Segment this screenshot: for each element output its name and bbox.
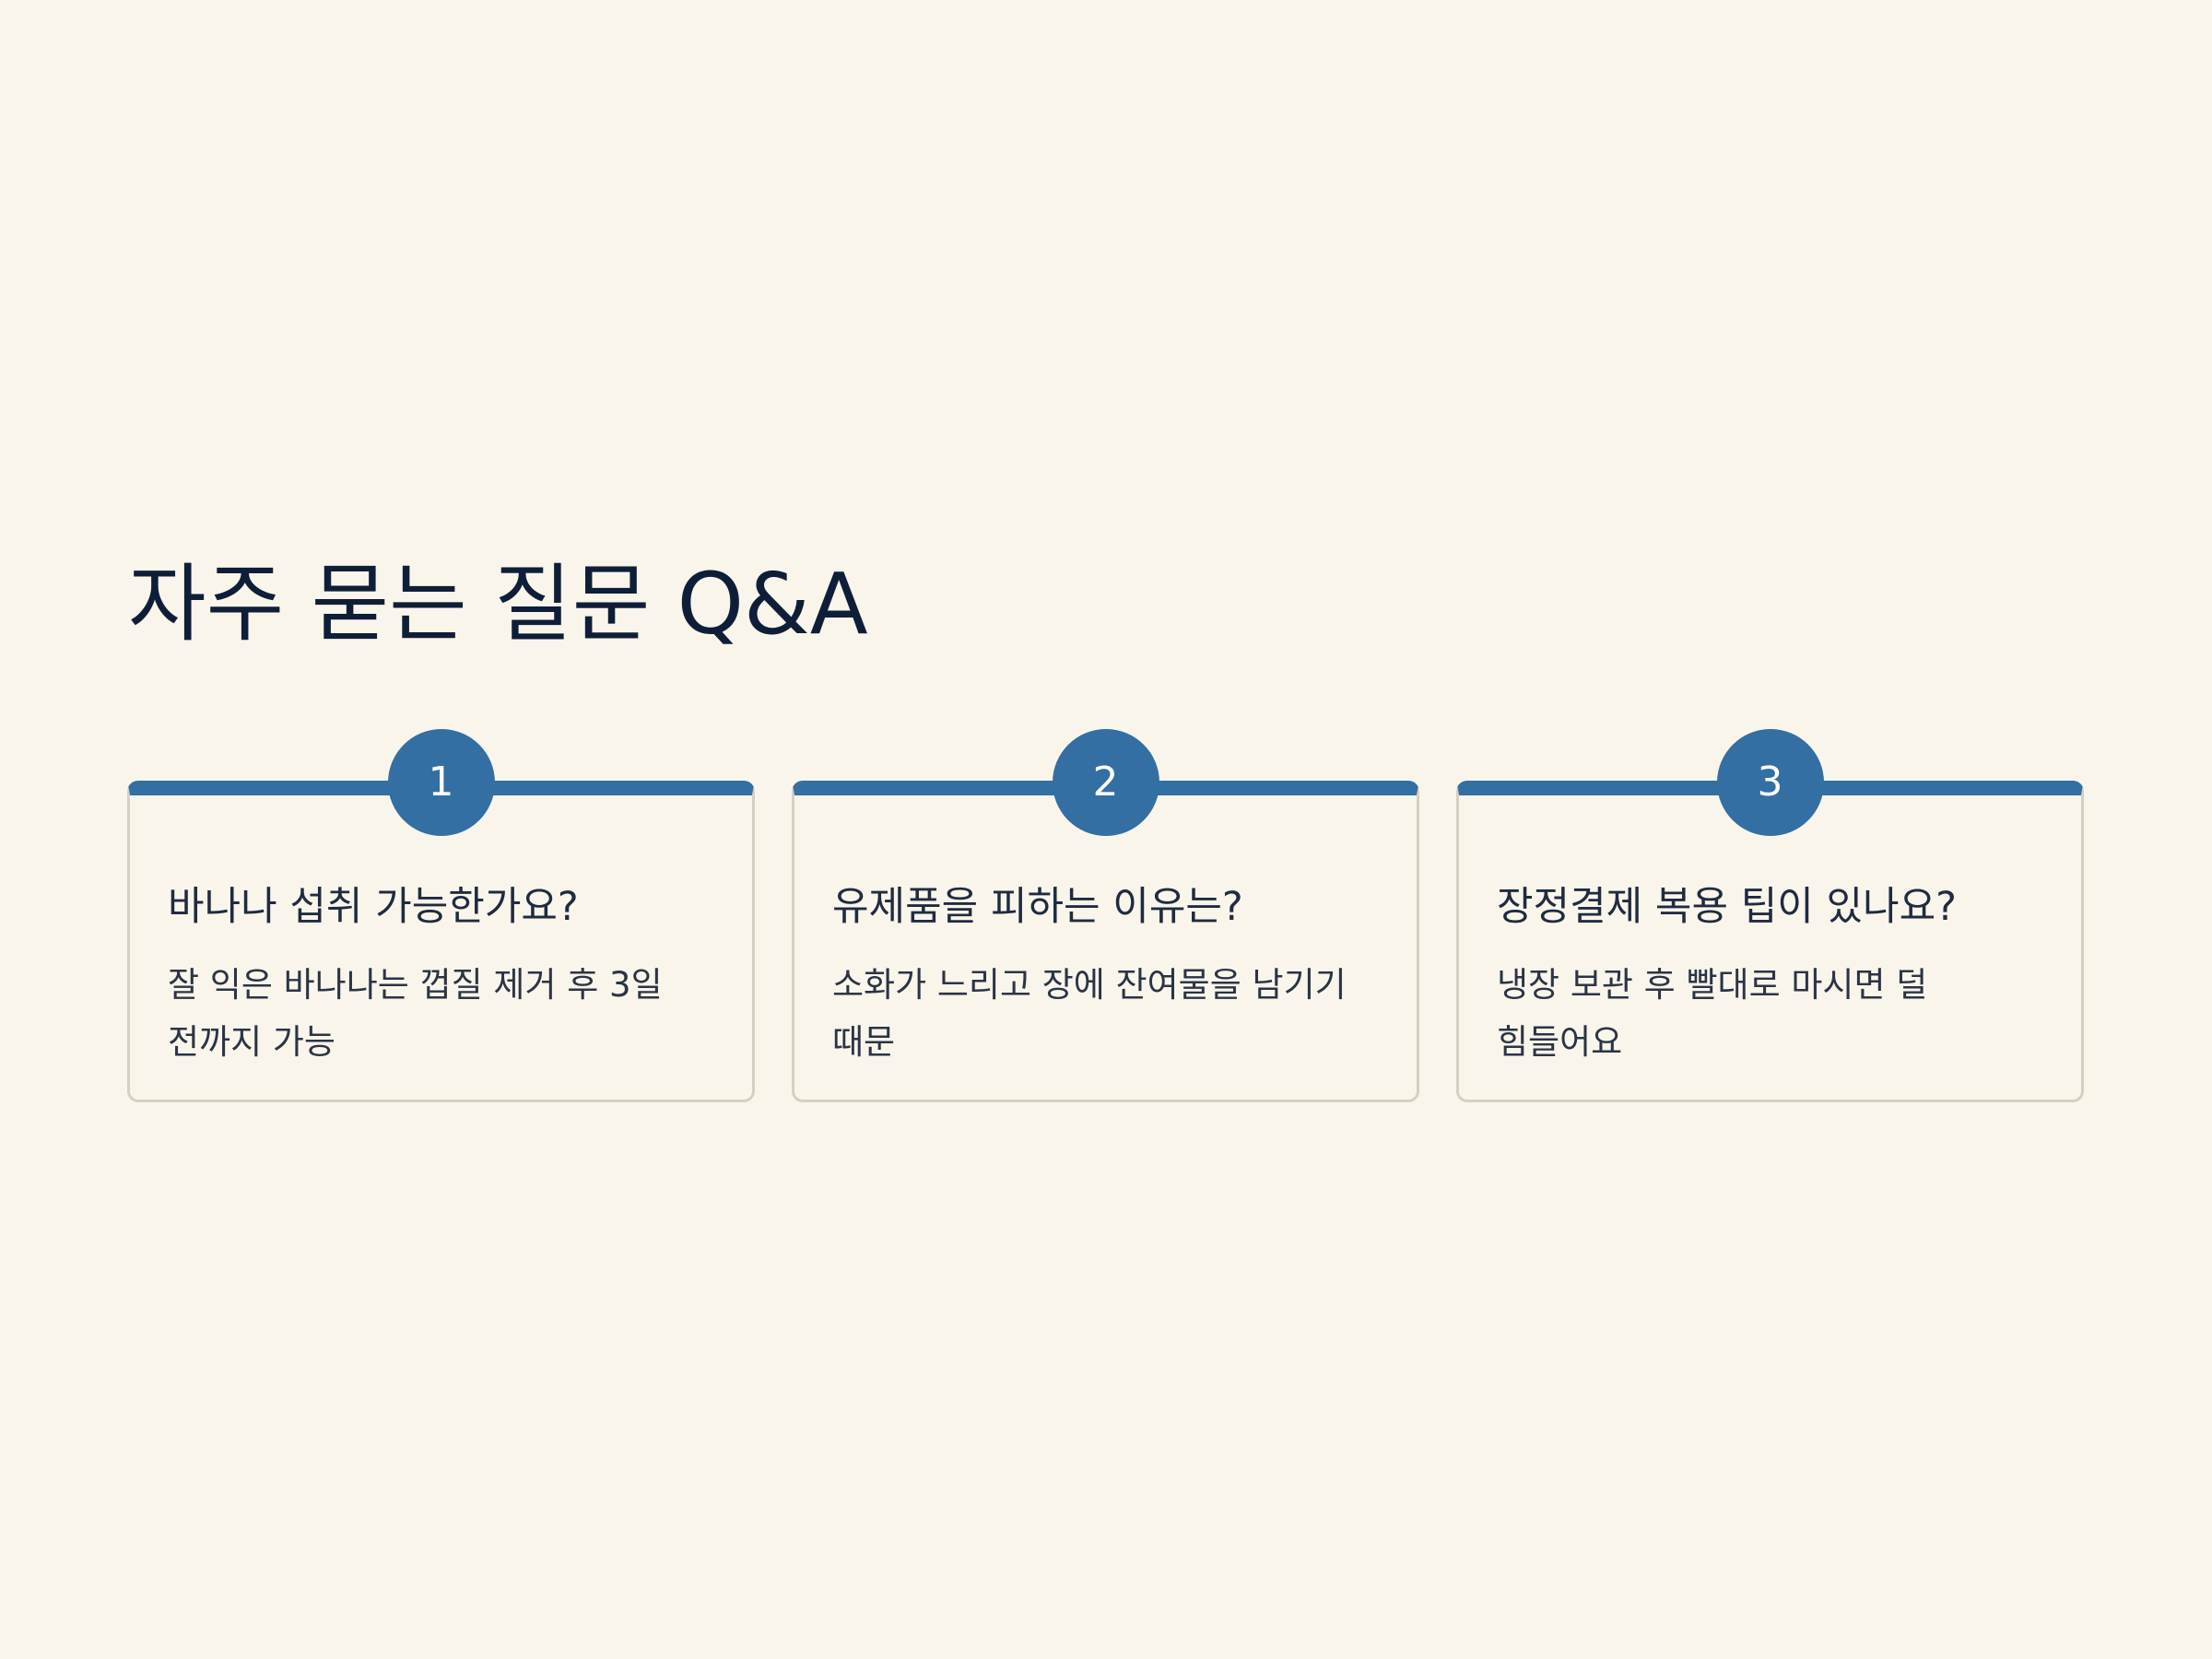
question-text: 장정결제 복용 팁이 있나요? <box>1497 884 1957 930</box>
number-badge: 1 <box>387 729 495 836</box>
faq-card-3: 3 장정결제 복용 팁이 있나요? 냉장 보관 후 빨대로 마시면 덜 힘들어요 <box>1456 729 2084 1102</box>
answer-text: 잘 익은 바나나는 껍질 제거 후 3일 전까지 가능 <box>168 965 663 1062</box>
question-text: 유제품을 피하는 이유는? <box>832 884 1243 930</box>
number-badge: 2 <box>1052 729 1159 836</box>
faq-card-1: 1 바나나 섭취 가능한가요? 잘 익은 바나나는 껍질 제거 후 3일 전까지… <box>127 729 755 1102</box>
answer-text: 소화가 느리고 장에 잔여물을 남기기 때문 <box>832 965 1347 1062</box>
faq-card-2: 2 유제품을 피하는 이유는? 소화가 느리고 장에 잔여물을 남기기 때문 <box>792 729 1419 1102</box>
question-text: 바나나 섭취 가능한가요? <box>168 884 579 930</box>
page-title: 자주 묻는 질문 Q&A <box>128 555 868 653</box>
number-badge: 3 <box>1716 729 1824 836</box>
answer-text: 냉장 보관 후 빨대로 마시면 덜 힘들어요 <box>1497 965 1928 1062</box>
